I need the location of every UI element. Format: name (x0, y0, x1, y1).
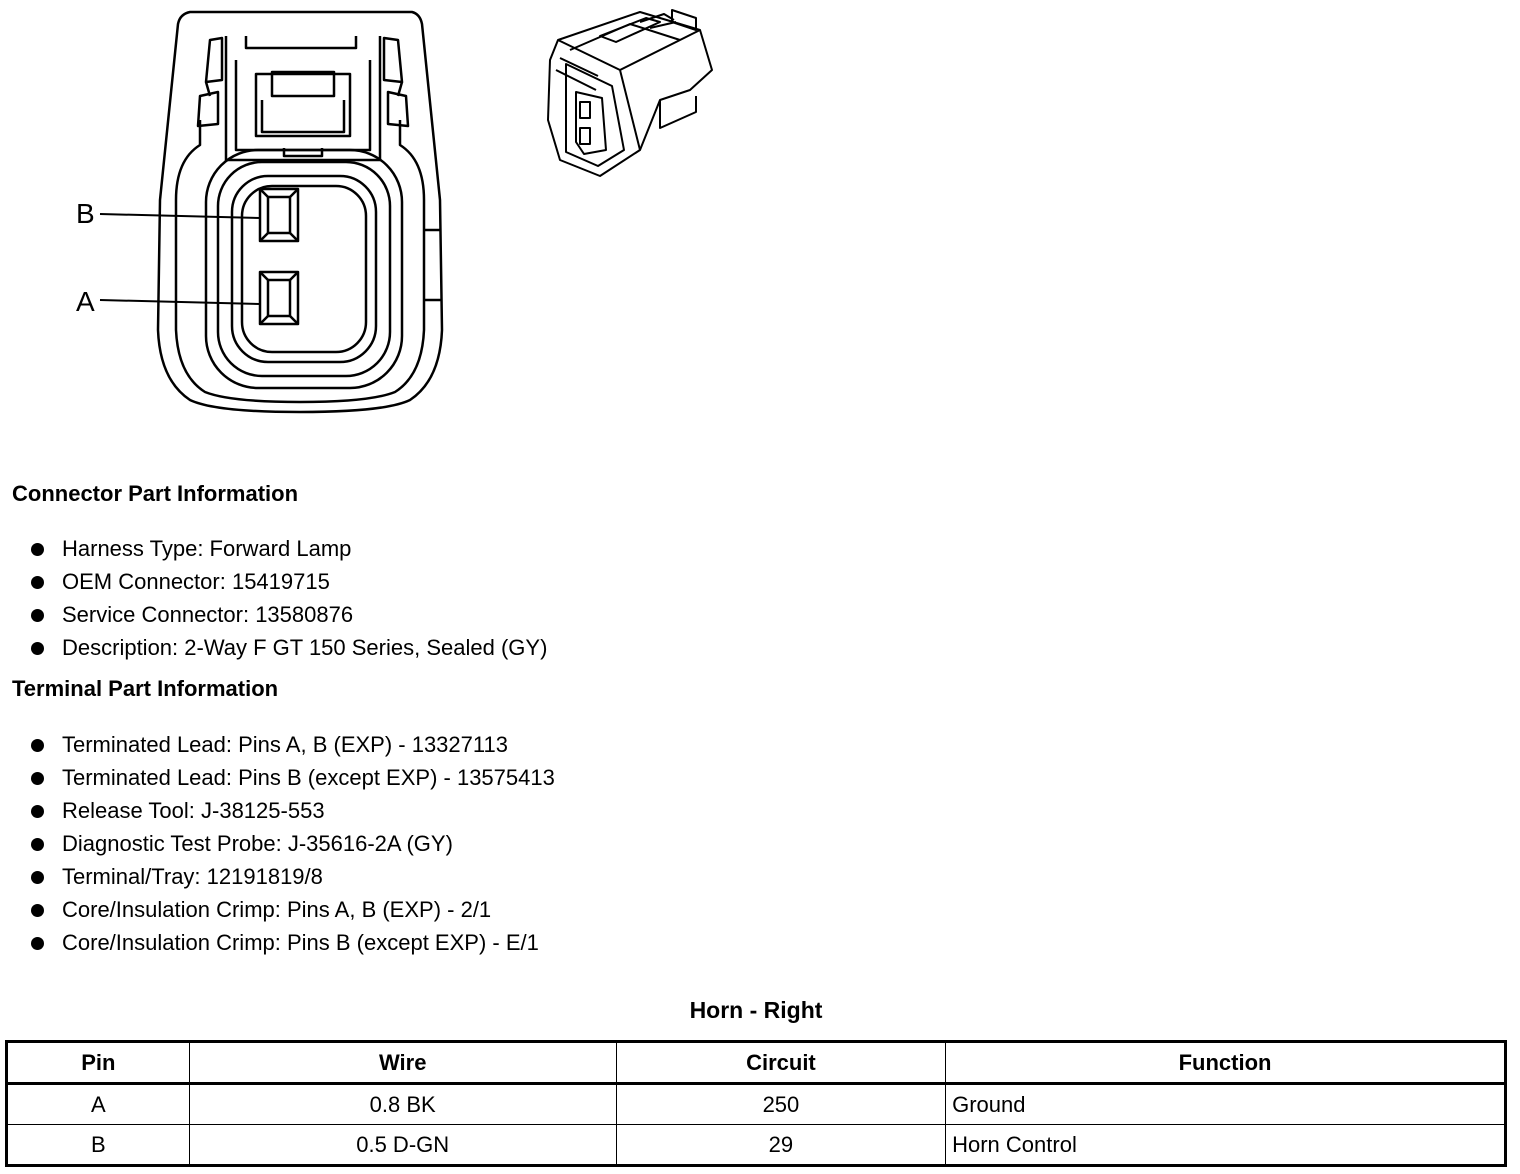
connector-face-view (99, 9, 713, 414)
bullet-icon (31, 576, 44, 589)
connector-part-heading: Connector Part Information (12, 481, 299, 506)
cell-wire: 0.5 D-GN (188, 1124, 617, 1166)
table-row: A 0.8 BK 250 Ground (6, 1083, 1506, 1125)
list-item-text: OEM Connector: 15419715 (62, 569, 330, 594)
pin-a-leader-line (99, 299, 261, 305)
list-item-text: Terminated Lead: Pins B (except EXP) - 1… (62, 765, 555, 790)
bullet-icon (31, 805, 44, 818)
table-title: Horn - Right (689, 997, 823, 1023)
header-function: Function (945, 1041, 1506, 1084)
cell-circuit: 250 (615, 1083, 947, 1125)
list-item: Release Tool: J-38125-553 (28, 794, 555, 827)
list-item-text: Harness Type: Forward Lamp (62, 536, 352, 561)
list-item-text: Service Connector: 13580876 (62, 602, 354, 627)
connector-part-list: Harness Type: Forward Lamp OEM Connector… (28, 532, 547, 664)
list-item: Core/Insulation Crimp: Pins B (except EX… (28, 926, 555, 959)
list-item-text: Terminal/Tray: 12191819/8 (62, 864, 323, 889)
list-item-text: Core/Insulation Crimp: Pins B (except EX… (62, 930, 539, 955)
bullet-icon (31, 543, 44, 556)
pinout-table: Pin Wire Circuit Function A 0.8 BK 250 G… (5, 1040, 1507, 1167)
cell-wire: 0.8 BK (188, 1083, 617, 1125)
header-pin: Pin (6, 1041, 190, 1084)
header-wire: Wire (188, 1041, 617, 1084)
header-circuit: Circuit (615, 1041, 947, 1084)
list-item: Terminated Lead: Pins B (except EXP) - 1… (28, 761, 555, 794)
list-item-text: Diagnostic Test Probe: J-35616-2A (GY) (62, 831, 453, 856)
connector-isometric-view (547, 9, 713, 177)
table-header-row: Pin Wire Circuit Function (6, 1041, 1506, 1084)
pin-label-a: A (76, 286, 95, 317)
list-item: OEM Connector: 15419715 (28, 565, 547, 598)
list-item-text: Terminated Lead: Pins A, B (EXP) - 13327… (62, 732, 508, 757)
table-row: B 0.5 D-GN 29 Horn Control (6, 1124, 1506, 1166)
bullet-icon (31, 739, 44, 752)
list-item-text: Core/Insulation Crimp: Pins A, B (EXP) -… (62, 897, 492, 922)
list-item: Description: 2-Way F GT 150 Series, Seal… (28, 631, 547, 664)
bullet-icon (31, 871, 44, 884)
list-item: Service Connector: 13580876 (28, 598, 547, 631)
cell-pin: B (6, 1124, 190, 1166)
list-item: Core/Insulation Crimp: Pins A, B (EXP) -… (28, 893, 555, 926)
bullet-icon (31, 838, 44, 851)
list-item: Harness Type: Forward Lamp (28, 532, 547, 565)
cell-circuit: 29 (615, 1124, 947, 1166)
cell-function: Horn Control (945, 1124, 1506, 1166)
list-item-text: Description: 2-Way F GT 150 Series, Seal… (62, 635, 548, 660)
list-item: Terminated Lead: Pins A, B (EXP) - 13327… (28, 728, 555, 761)
list-item-text: Release Tool: J-38125-553 (62, 798, 325, 823)
cell-pin: A (6, 1083, 190, 1125)
pin-label-b: B (76, 198, 95, 229)
terminal-part-heading: Terminal Part Information (12, 676, 279, 701)
cell-function: Ground (945, 1083, 1506, 1125)
list-item: Diagnostic Test Probe: J-35616-2A (GY) (28, 827, 555, 860)
bullet-icon (31, 642, 44, 655)
bullet-icon (31, 609, 44, 622)
terminal-part-list: Terminated Lead: Pins A, B (EXP) - 13327… (28, 728, 555, 959)
bullet-icon (31, 937, 44, 950)
bullet-icon (31, 772, 44, 785)
list-item: Terminal/Tray: 12191819/8 (28, 860, 555, 893)
pin-b-leader-line (99, 213, 261, 219)
bullet-icon (31, 904, 44, 917)
